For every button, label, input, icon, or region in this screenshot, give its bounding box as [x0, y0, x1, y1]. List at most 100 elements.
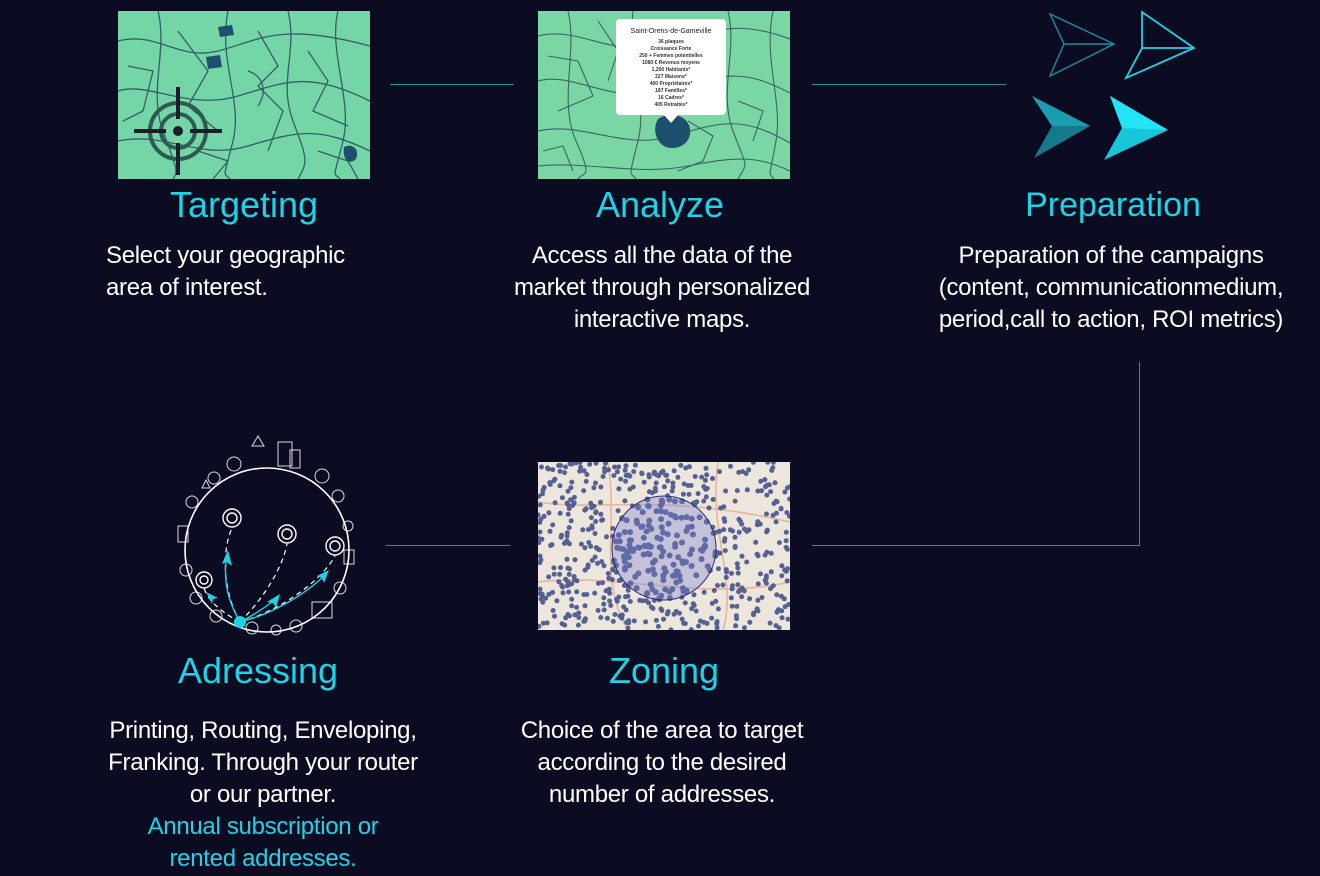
address-dot [574, 589, 580, 595]
address-dot [758, 571, 763, 577]
address-dot [649, 566, 656, 573]
address-dot [675, 554, 682, 561]
description-line: area of interest. [106, 274, 268, 301]
address-dot [563, 615, 569, 621]
adressing-description: Printing, Routing, Enveloping, Franking.… [84, 715, 442, 875]
address-dot [715, 606, 721, 612]
address-dot [599, 559, 605, 565]
address-dot [724, 569, 730, 575]
analyze-description: Access all the data of the market throug… [484, 240, 840, 336]
address-dot [614, 469, 620, 475]
address-dot [721, 527, 727, 533]
address-dot [660, 529, 667, 536]
address-dot [616, 594, 622, 600]
address-dot [658, 497, 665, 504]
address-dot [772, 480, 778, 486]
address-dot [702, 477, 708, 483]
address-dot [648, 525, 655, 532]
address-dot [733, 623, 739, 629]
address-dot [607, 590, 613, 596]
address-dot [770, 583, 776, 589]
address-dot [608, 603, 614, 608]
address-dot [565, 488, 571, 494]
address-dot [622, 467, 628, 473]
address-dot [559, 532, 564, 538]
address-dot [577, 462, 583, 465]
address-dot [755, 608, 761, 614]
address-dot [655, 624, 661, 629]
address-dot [545, 466, 551, 472]
address-dot [600, 580, 605, 586]
address-dot [626, 562, 633, 569]
address-dot [547, 480, 553, 486]
address-dot [653, 617, 659, 623]
address-dot [625, 554, 632, 561]
address-dot [755, 553, 761, 559]
address-dot [588, 515, 594, 521]
address-dot [626, 618, 632, 624]
address-dot [758, 478, 764, 484]
address-dot [614, 544, 621, 551]
address-dot [562, 470, 568, 476]
address-dot [596, 580, 601, 586]
address-dot [572, 557, 578, 563]
address-dot [578, 541, 584, 547]
address-dot [670, 484, 676, 490]
address-dot [633, 585, 640, 592]
address-dot [546, 591, 552, 597]
address-dot [698, 546, 704, 553]
info-popup: Saint-Orens-de-Gameville 36 plaques Croi… [616, 19, 726, 123]
address-dot [571, 494, 577, 500]
address-dot [762, 577, 768, 583]
address-dot [728, 595, 734, 601]
address-dot [689, 546, 695, 553]
address-dot [610, 618, 616, 624]
address-dot [764, 527, 770, 533]
address-dot [648, 604, 654, 610]
address-dot [572, 612, 578, 618]
address-dot [639, 509, 646, 516]
address-dot [703, 494, 709, 500]
address-dot [783, 529, 789, 535]
description-line: period,call to action, ROI metrics) [938, 306, 1284, 333]
address-dot [654, 534, 661, 541]
address-dot [643, 598, 649, 604]
address-dot [658, 524, 665, 531]
address-dot [601, 595, 607, 601]
address-dot [691, 592, 697, 598]
address-dot [679, 539, 685, 546]
address-dot [656, 544, 663, 551]
address-dot [774, 609, 780, 615]
address-dot [592, 590, 598, 596]
address-dot [634, 503, 641, 510]
address-dot [671, 468, 677, 474]
address-dot [606, 467, 611, 473]
address-dot [784, 510, 790, 516]
address-dot [713, 529, 719, 535]
address-dot [552, 613, 557, 619]
popup-line: 250 + Femmes potentielles [639, 53, 703, 59]
address-dot [732, 498, 738, 504]
address-dot [664, 531, 671, 538]
address-dot [768, 550, 774, 556]
address-dot [595, 546, 600, 552]
address-dot [606, 586, 612, 592]
address-dot [552, 500, 558, 506]
address-dot [735, 565, 741, 571]
address-dot [538, 586, 543, 592]
address-dot [615, 532, 622, 539]
address-dot [651, 571, 658, 578]
address-dot [682, 600, 688, 606]
address-dot [773, 519, 779, 525]
address-dot [589, 558, 595, 563]
address-dot [643, 619, 649, 625]
address-dot [565, 581, 571, 587]
address-dot [602, 465, 607, 471]
address-dot [635, 570, 642, 577]
popup-line: 16 Cadres* [658, 95, 684, 101]
address-dot [566, 571, 572, 577]
address-dot [770, 512, 776, 518]
address-dot [721, 538, 727, 544]
connector-analyze-preparation [812, 84, 1006, 85]
address-dot [549, 542, 555, 548]
